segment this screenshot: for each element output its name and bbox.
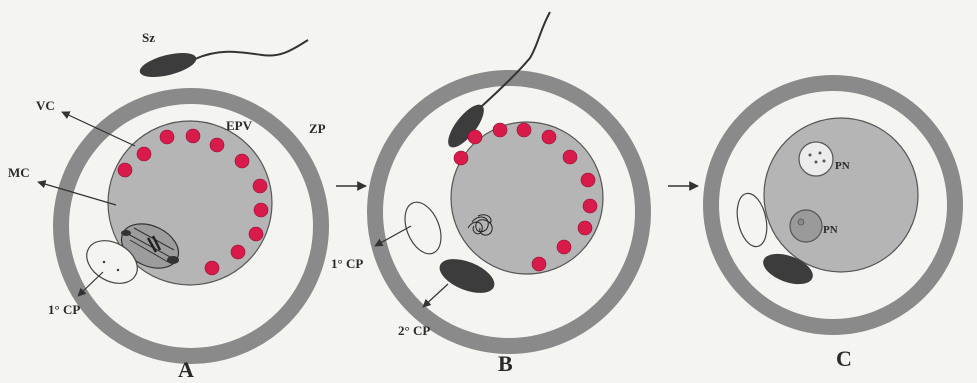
label-cp2-b: 2° CP xyxy=(398,323,430,338)
panel-c: PN PN C xyxy=(711,83,955,371)
label-epv: EPV xyxy=(226,118,253,133)
oocyte-b xyxy=(451,122,603,274)
pronucleus-upper xyxy=(799,142,833,176)
label-sz: Sz xyxy=(142,30,155,45)
label-vc: VC xyxy=(36,98,55,113)
label-mc: MC xyxy=(8,165,30,180)
label-zp: ZP xyxy=(309,121,326,136)
label-pn-lower: PN xyxy=(823,224,838,236)
panel-a: Sz VC EPV ZP MC 1° CP A xyxy=(8,30,326,378)
label-cp1-b: 1° CP xyxy=(331,256,363,271)
panel-letter-b: B xyxy=(498,351,513,376)
panel-letter-c: C xyxy=(836,346,852,371)
panel-b: 1° CP 2° CP B xyxy=(331,12,643,376)
zygote-c xyxy=(764,118,918,272)
pronucleus-lower xyxy=(790,210,822,242)
label-pn-upper: PN xyxy=(835,160,850,172)
panel-letter-a: A xyxy=(178,357,194,378)
label-cp1-a: 1° CP xyxy=(48,302,80,317)
sperm-a xyxy=(137,40,308,82)
